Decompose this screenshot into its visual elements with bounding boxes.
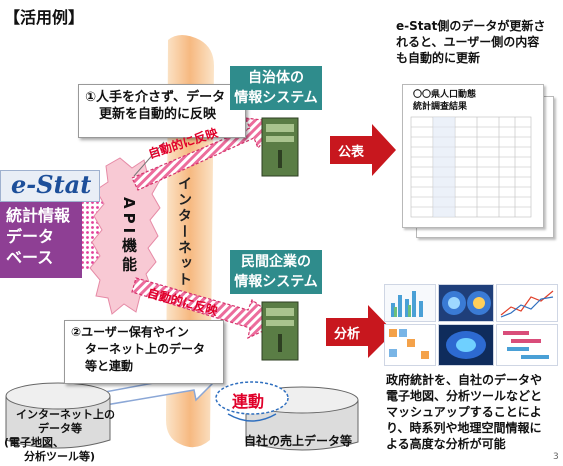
callout-auto-update: ①人手を介さず、データ 更新を自動的に反映 xyxy=(78,84,246,138)
report-title-line1: 〇〇県人口動態 xyxy=(413,90,477,100)
private-line1: 民間企業の xyxy=(241,254,311,270)
update-desc-line1: e-Stat側のデータが更新さ xyxy=(396,19,546,33)
thumb-line-chart xyxy=(496,284,558,322)
private-line2: 情報システム xyxy=(234,274,318,290)
update-description: e-Stat側のデータが更新さ れると、ユーザー側の内容 も自動的に更新 xyxy=(396,18,560,66)
internet-label: インターネット xyxy=(176,176,192,288)
internet-data-cylinder xyxy=(5,382,111,449)
report-doc-front: 〇〇県人口動態 統計調査結果 xyxy=(402,84,544,228)
local-gov-line1: 自治体の xyxy=(248,70,304,86)
analysis-arrow xyxy=(326,305,394,358)
thumb-map-grid xyxy=(384,324,436,366)
analysis-desc-line1: 政府統計を、自社のデータや xyxy=(386,373,543,387)
renkei-arrow xyxy=(227,413,277,422)
estat-logo-text: e-Stat xyxy=(11,170,92,199)
analysis-desc-line5: よる高度な分析が可能 xyxy=(386,437,506,451)
api-bubble xyxy=(89,157,161,315)
update-desc-line2: れると、ユーザー側の内容 xyxy=(396,35,540,49)
internet-data-line2: データ等 xyxy=(38,422,82,435)
report-table xyxy=(410,116,532,218)
callout-top-pointer xyxy=(133,141,165,177)
publish-label: 公表 xyxy=(338,145,365,160)
internet-data-line4: 分析ツール等) xyxy=(24,450,96,463)
local-gov-system-box: 自治体の 情報システム xyxy=(230,66,322,110)
callout-bottom-line1: ②ユーザー保有やイン xyxy=(71,325,189,339)
callout-linkage: ②ユーザー保有やイン ターネット上のデータ 等と連動 xyxy=(64,320,224,384)
update-desc-line3: も自動的に更新 xyxy=(396,51,481,65)
db-line2: データ xyxy=(6,227,55,246)
sales-data-label: 自社の売上データ等 xyxy=(244,434,353,448)
db-line3: ベース xyxy=(6,248,54,267)
thumb-gantt xyxy=(496,324,558,366)
local-gov-line2: 情報システム xyxy=(234,90,318,106)
report-title-line2: 統計調査結果 xyxy=(413,102,468,112)
publish-arrow xyxy=(330,124,396,176)
analysis-desc-line3: マッシュアップすることによ xyxy=(386,405,542,419)
analysis-desc-line2: 電子地図、分析ツールなどと xyxy=(386,389,543,403)
internet-data-label: インターネット上の データ等 (電子地図、 分析ツール等) xyxy=(4,408,124,464)
callout-top-line1: ①人手を介さず、データ xyxy=(85,90,226,105)
internet-data-line1: インターネット上の xyxy=(16,408,115,421)
thumb-geo-map xyxy=(438,324,494,366)
page-number: 3 xyxy=(553,452,559,462)
report-title: 〇〇県人口動態 統計調査結果 xyxy=(403,85,543,113)
estat-logo: e-Stat xyxy=(0,170,100,202)
db-line1: 統計情報 xyxy=(6,206,71,225)
callout-bottom-line2: ターネット上のデータ xyxy=(85,342,206,356)
auto-reflect-arrow-bottom xyxy=(131,277,284,340)
analysis-desc-line4: り、時系列や地理空間情報に xyxy=(386,421,542,435)
stat-database: 統計情報 データ ベース xyxy=(0,202,82,278)
private-company-system-box: 民間企業の 情報システム xyxy=(230,250,322,294)
api-label: API機能 xyxy=(120,196,138,276)
thumb-heatmap xyxy=(438,284,494,322)
server-tower-bottom xyxy=(261,301,299,361)
internet-data-line3: (電子地図、 xyxy=(4,436,65,449)
server-tower-top xyxy=(261,117,299,177)
analysis-description: 政府統計を、自社のデータや 電子地図、分析ツールなどと マッシュアップすることに… xyxy=(386,372,562,452)
renkei-ellipse xyxy=(215,381,289,415)
renkei-label: 連動 xyxy=(232,392,265,411)
callout-top-line2: 更新を自動的に反映 xyxy=(99,107,217,122)
page-heading: 【活用例】 xyxy=(4,8,85,27)
analysis-label: 分析 xyxy=(334,327,361,342)
thumb-bar-chart xyxy=(384,284,436,322)
callout-bottom-line3: 等と連動 xyxy=(85,359,134,373)
